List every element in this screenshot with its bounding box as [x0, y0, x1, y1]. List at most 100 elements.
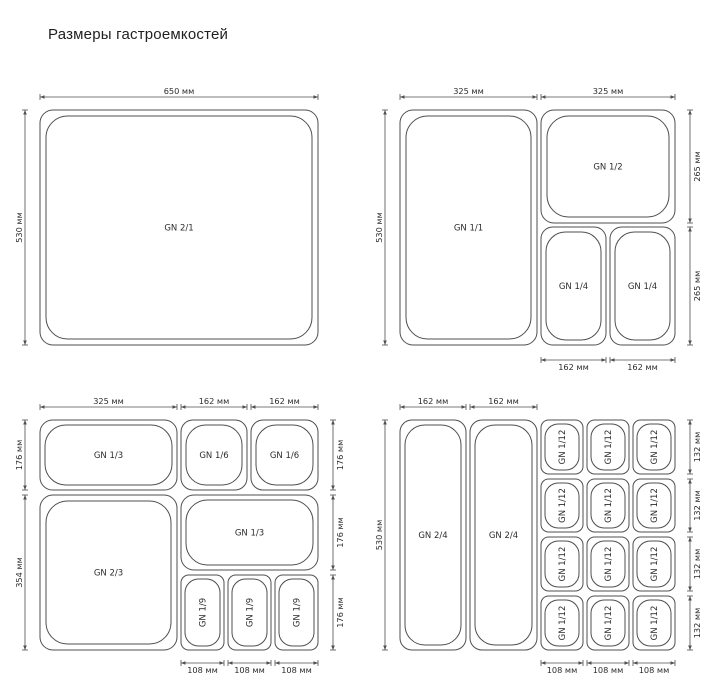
container-label: GN 1/6: [270, 451, 299, 461]
pan-outer-rim: [399, 109, 538, 346]
gn-container: GN 1/12: [540, 595, 584, 651]
gn-container: GN 1/3: [180, 494, 319, 571]
arrowhead: [275, 661, 280, 665]
pan-outer-rim: [180, 574, 225, 651]
arrowhead: [228, 661, 233, 665]
container-label: GN 1/12: [650, 547, 660, 582]
gn-container: GN 2/3: [39, 494, 178, 651]
container-label: GN 1/12: [558, 547, 568, 582]
dimension-left: 354 мм: [14, 494, 28, 651]
gn-container: GN 1/9: [274, 574, 319, 651]
dimension-top: 325 мм: [399, 86, 538, 100]
arrowhead: [601, 358, 606, 362]
arrowhead: [40, 95, 45, 99]
arrowhead: [313, 95, 318, 99]
arrowhead: [383, 340, 387, 345]
container-label: GN 1/2: [593, 163, 622, 173]
dimension-label: 108 мм: [593, 665, 624, 675]
dimension-right: 265 мм: [687, 109, 702, 224]
pan-inner-rim: [544, 599, 580, 647]
gn-container: GN 1/12: [632, 478, 676, 533]
container-label: GN 1/6: [199, 451, 228, 461]
arrowhead: [23, 110, 27, 115]
arrowhead: [688, 527, 692, 532]
container-label: GN 1/9: [246, 598, 256, 627]
pan-inner-rim: [185, 499, 314, 566]
arrowhead: [541, 661, 546, 665]
dimension-top: 162 мм: [469, 396, 538, 410]
pan-outer-rim: [180, 419, 248, 491]
dimension-right: 132 мм: [687, 478, 702, 533]
gn-container: GN 1/6: [250, 419, 319, 491]
gn-container: GN 2/4: [469, 419, 538, 651]
dimension-top: 325 мм: [39, 396, 178, 410]
gn-container: GN 1/12: [586, 478, 630, 533]
dimension-right: 176 мм: [330, 419, 345, 491]
container-label: GN 1/12: [650, 606, 660, 641]
pan-inner-rim: [545, 231, 602, 341]
dimension-left: 530 мм: [374, 109, 388, 346]
arrowhead: [172, 405, 177, 409]
dimension-label: 132 мм: [692, 608, 702, 639]
arrowhead: [251, 405, 256, 409]
gn-container: GN 1/4: [540, 226, 607, 346]
pan-outer-rim: [632, 595, 676, 651]
gn-container: GN 1/12: [540, 419, 584, 475]
arrowhead: [688, 340, 692, 345]
dimension-top: 162 мм: [399, 396, 467, 410]
arrowhead: [331, 420, 335, 425]
pan-inner-rim: [404, 424, 462, 646]
arrowhead: [688, 586, 692, 591]
dimension-bottom: 108 мм: [180, 660, 225, 675]
dimension-label: 325 мм: [93, 396, 124, 406]
dimension-label: 530 мм: [374, 520, 384, 551]
dimension-label: 108 мм: [547, 665, 578, 675]
pan-inner-rim: [590, 540, 626, 588]
pan-outer-rim: [274, 574, 319, 651]
gn-container: GN 1/9: [227, 574, 272, 651]
arrowhead: [219, 661, 224, 665]
gn-container: GN 1/12: [632, 536, 676, 592]
pan-inner-rim: [636, 599, 672, 647]
container-label: GN 1/1: [454, 224, 483, 234]
arrowhead: [670, 95, 675, 99]
arrowhead: [40, 405, 45, 409]
arrowhead: [23, 485, 27, 490]
dimension-top: 162 мм: [180, 396, 248, 410]
pan-inner-rim: [278, 578, 315, 647]
arrowhead: [532, 95, 537, 99]
container-label: GN 1/12: [604, 547, 614, 582]
pan-inner-rim: [474, 424, 533, 646]
pan-outer-rim: [39, 494, 178, 651]
container-label: GN 1/12: [558, 606, 568, 641]
pan-outer-rim: [632, 536, 676, 592]
arrowhead: [331, 495, 335, 500]
dimension-left: 530 мм: [14, 109, 28, 346]
gn-container: GN 2/4: [399, 419, 467, 651]
pan-inner-rim: [636, 482, 672, 529]
dimension-right: 265 мм: [687, 226, 702, 346]
gn-container: GN 1/12: [586, 536, 630, 592]
arrowhead: [331, 565, 335, 570]
dimension-bottom: 108 мм: [227, 660, 272, 675]
pan-outer-rim: [540, 226, 607, 346]
pan-inner-rim: [544, 423, 580, 471]
pan-outer-rim: [227, 574, 272, 651]
arrowhead: [688, 479, 692, 484]
container-label: GN 1/12: [650, 488, 660, 523]
dimension-right: 176 мм: [330, 574, 345, 651]
arrowhead: [313, 405, 318, 409]
arrowhead: [688, 218, 692, 223]
dimension-left: 530 мм: [374, 419, 388, 651]
page-title: Размеры гастроемкостей: [48, 26, 229, 43]
pan-inner-rim: [636, 540, 672, 588]
arrowhead: [383, 110, 387, 115]
pan-inner-rim: [590, 423, 626, 471]
arrowhead: [331, 485, 335, 490]
pan-outer-rim: [632, 478, 676, 533]
arrowhead: [688, 537, 692, 542]
dimension-label: 325 мм: [593, 86, 624, 96]
dimension-bottom: 108 мм: [632, 660, 676, 675]
